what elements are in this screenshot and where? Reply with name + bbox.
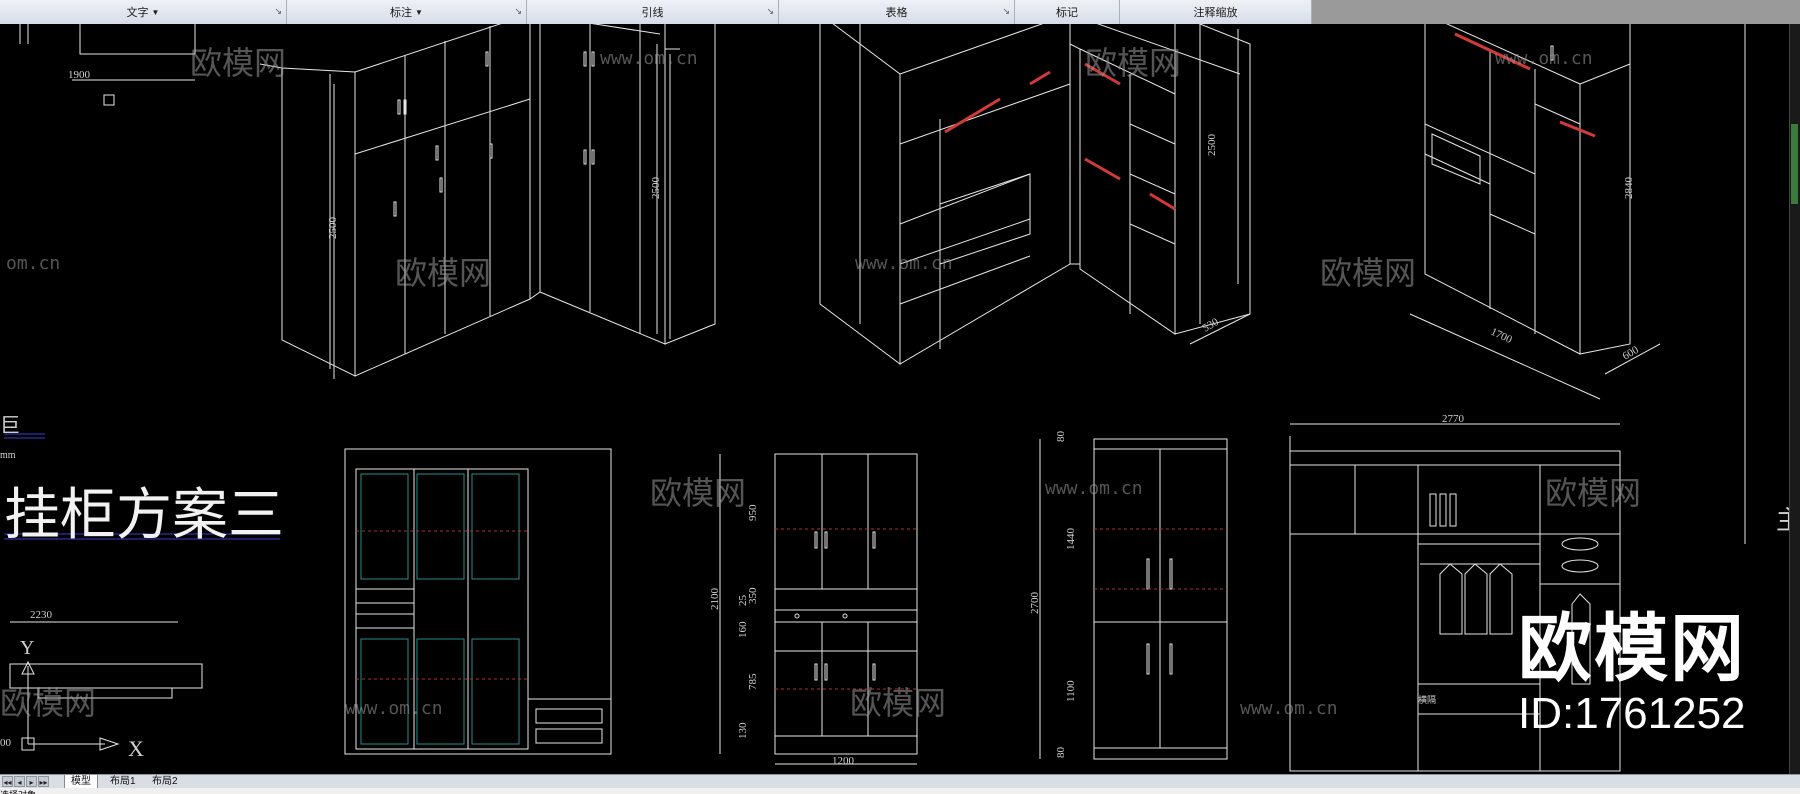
dropdown-arrow-icon: ▼ [415,7,423,17]
iso-wardrobe-1 [259,24,716,377]
top-left-fragment [19,24,196,106]
dim-600: 600 [1621,344,1642,363]
watermark-url: www.om.cn [1045,478,1143,499]
watermark-id: ID:1761252 [1518,689,1746,738]
left-small-text: mm [0,450,16,461]
ribbon-panel-markup-label: 标记 [1056,7,1078,19]
command-line[interactable]: 选择对象 [0,788,1800,794]
ribbon-panel-table-label: 表格 [885,7,908,19]
dim-2100: 2100 [709,588,721,611]
cad-drawing: 欧模网 www.om.cn 欧模网 www.om.cn 欧模网 www.om.c… [0,24,1800,772]
ribbon-panel-markup[interactable]: 标记 [1015,0,1120,24]
dim-1440: 1440 [1065,528,1077,551]
watermark-brand: 欧模网 [1320,254,1416,292]
hatched-slab [9,663,203,699]
ucs-y-label: Y [20,637,34,659]
red-hang-rods [944,32,1596,211]
ribbon-panel-dimension-label: 标注 [390,7,413,19]
watermark-url: www.om.cn [1495,48,1593,69]
front-elevation-1 [344,448,612,755]
front-elevation-2 [774,453,918,755]
dim-1900: 1900 [68,69,91,81]
ribbon-panel-table[interactable]: 表格 ↘ [779,0,1015,24]
dim-350: 350 [747,587,759,604]
dim-2770: 2770 [1442,413,1465,425]
ucs-icon [21,660,120,751]
layout-tab-bar: ◂◂ ◂ ▸ ▸▸ 模型 布局1 布局2 [0,774,1800,789]
watermark-brand: 欧模网 [650,474,746,512]
ribbon-panel-leader[interactable]: 引线 ↘ [527,0,779,24]
drawing-canvas[interactable]: 欧模网 www.om.cn 欧模网 www.om.cn 欧模网 www.om.c… [0,24,1800,774]
panel-launcher-icon[interactable]: ↘ [1002,6,1010,16]
iso-wardrobe-3 [1424,24,1746,544]
last-tab-icon[interactable]: ▸▸ [38,776,49,787]
watermark-brand: 欧模网 [850,684,946,722]
ribbon-empty-area [1312,0,1800,24]
ribbon-panel-annotation-scaling[interactable]: 注释缩放 [1120,0,1312,24]
vertical-scrollbar[interactable] [1789,24,1800,774]
dim-25: 25 [737,595,749,607]
watermark-url: www.om.cn [855,253,953,274]
iso-wardrobe-2 [819,24,1251,365]
front-elevation-3 [1093,438,1228,760]
scrollbar-thumb[interactable] [1791,124,1798,204]
watermark-url: www.om.cn [600,48,698,69]
dim-130: 130 [737,722,749,739]
watermark-url-cut: om.cn [6,253,60,274]
ribbon-panel-annotation-scaling-label: 注释缩放 [1193,7,1238,19]
dim-530: 530 [1201,316,1222,335]
dim-785: 785 [747,673,759,690]
prev-tab-icon[interactable]: ◂ [14,776,25,787]
tab-layout1[interactable]: 布局1 [110,776,136,787]
watermark-layer: 欧模网 www.om.cn 欧模网 www.om.cn 欧模网 www.om.c… [0,44,1641,722]
front-elevation-4 [1289,436,1621,772]
dim-2500-c: 2500 [1206,134,1218,157]
watermark-brand: 欧模网 [1545,474,1641,512]
ribbon-panel-text-label: 文字 [126,7,149,19]
watermark-url: www.om.cn [345,698,443,719]
panel-launcher-icon[interactable]: ↘ [274,6,282,16]
dim-80-bottom: 80 [1055,747,1067,759]
watermark-logo: 欧模网 [1518,606,1746,692]
tab-layout2[interactable]: 布局2 [152,776,178,787]
ribbon-panel-leader-label: 引线 [641,7,664,19]
dim-950: 950 [747,504,759,521]
ribbon-panel-text[interactable]: 文字▼ ↘ [0,0,287,24]
dim-160: 160 [737,621,749,638]
panel-launcher-icon[interactable]: ↘ [766,6,774,16]
first-tab-icon[interactable]: ◂◂ [2,776,13,787]
watermark-brand: 欧模网 [190,44,286,82]
dimension-lines [10,29,1661,765]
watermark-brand: 欧模网 [0,684,96,722]
dim-2700: 2700 [1029,592,1041,615]
panel-launcher-icon[interactable]: ↘ [514,6,522,16]
title-underline [4,433,280,540]
watermark-brand: 欧模网 [395,254,491,292]
ucs-x-label: X [128,736,144,761]
dim-100: 00 [0,737,12,749]
dim-1700: 1700 [1489,326,1514,346]
watermark-url: www.om.cn [1240,698,1338,719]
left-edge-char: 巨 [0,415,20,437]
dropdown-arrow-icon: ▼ [151,7,160,17]
next-tab-icon[interactable]: ▸ [26,776,37,787]
dim-2500-b: 2500 [650,177,662,200]
red-dashed-guides [356,528,1227,690]
watermark-brand: 欧模网 [1085,44,1181,82]
ribbon-panel-dimension[interactable]: 标注▼ ↘ [287,0,527,24]
plan-title: 挂柜方案三 [4,483,284,548]
tab-model[interactable]: 模型 [64,775,98,789]
ribbon-panel-bar: 文字▼ ↘ 标注▼ ↘ 引线 ↘ 表格 ↘ 标记 注释缩放 [0,0,1312,25]
drawer-label: 横隔 [1418,694,1436,705]
dim-2840: 2840 [1623,177,1635,200]
dim-80-top: 80 [1055,431,1067,443]
dim-2230: 2230 [30,609,53,621]
dimension-texts: 1900 2500 2500 2500 2840 530 1700 600 22… [0,69,1800,767]
dim-1200: 1200 [832,755,855,767]
dim-2500-a: 2500 [327,217,339,240]
dim-1100: 1100 [1065,680,1077,702]
